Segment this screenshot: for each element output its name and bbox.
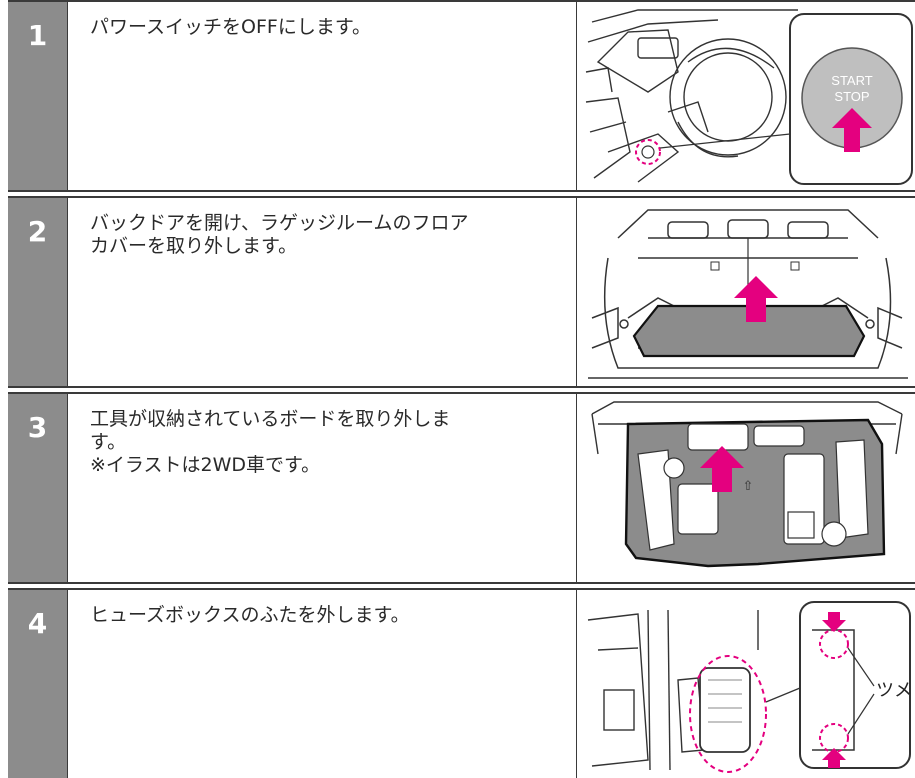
step-number-cell: 2 <box>8 198 68 386</box>
step-number-cell: 3 <box>8 394 68 582</box>
step-number-cell: 4 <box>8 590 68 778</box>
instruction-steps: 1 パワースイッチをOFFにします。 <box>8 0 915 778</box>
luggage-floor-cover-illustration <box>588 209 908 379</box>
step-text-cell: 工具が収納されているボードを取り外しま す。 ※イラストは2WD車です。 <box>68 394 577 582</box>
stop-label: STOP <box>834 89 869 104</box>
start-stop-button-illustration: START STOP <box>585 9 913 185</box>
step-text-cell: パワースイッチをOFFにします。 <box>68 2 577 190</box>
tool-board-illustration: ⇧ <box>591 401 903 568</box>
fuse-box-cover-illustration: ツメ <box>587 601 912 773</box>
claw-label: ツメ <box>876 680 912 701</box>
step-illustration: START STOP <box>578 2 915 190</box>
up-arrow-icon <box>822 748 846 768</box>
step-3: 3 工具が収納されているボードを取り外しま す。 ※イラストは2WD車です。 <box>8 392 915 584</box>
start-label: START <box>831 73 872 88</box>
step-1: 1 パワースイッチをOFFにします。 <box>8 0 915 192</box>
step-illustration: ツメ <box>578 590 915 778</box>
step-number: 3 <box>27 411 48 444</box>
step-number-cell: 1 <box>8 2 68 190</box>
step-instruction: 工具が収納されているボードを取り外しま す。 ※イラストは2WD車です。 <box>90 408 451 476</box>
step-4: 4 ヒューズボックスのふたを外します。 <box>8 588 915 778</box>
step-instruction: パワースイッチをOFFにします。 <box>90 16 371 38</box>
step-number: 2 <box>27 215 48 248</box>
step-number: 1 <box>27 19 48 52</box>
step-illustration: ⇧ <box>578 394 915 582</box>
lift-arrow-icon <box>700 446 744 492</box>
step-instruction: バックドアを開け、ラゲッジルームのフロア カバーを取り外します。 <box>90 212 469 257</box>
push-arrow-icon <box>832 108 872 152</box>
down-arrow-icon <box>822 612 846 632</box>
step-text-cell: バックドアを開け、ラゲッジルームのフロア カバーを取り外します。 <box>68 198 577 386</box>
step-text-cell: ヒューズボックスのふたを外します。 <box>68 590 577 778</box>
lift-arrow-icon <box>734 276 778 322</box>
step-2: 2 バックドアを開け、ラゲッジルームのフロア カバーを取り外します。 <box>8 196 915 388</box>
step-number: 4 <box>27 607 48 640</box>
step-instruction: ヒューズボックスのふたを外します。 <box>90 604 410 626</box>
svg-text:⇧: ⇧ <box>743 479 754 494</box>
step-illustration <box>578 198 915 386</box>
